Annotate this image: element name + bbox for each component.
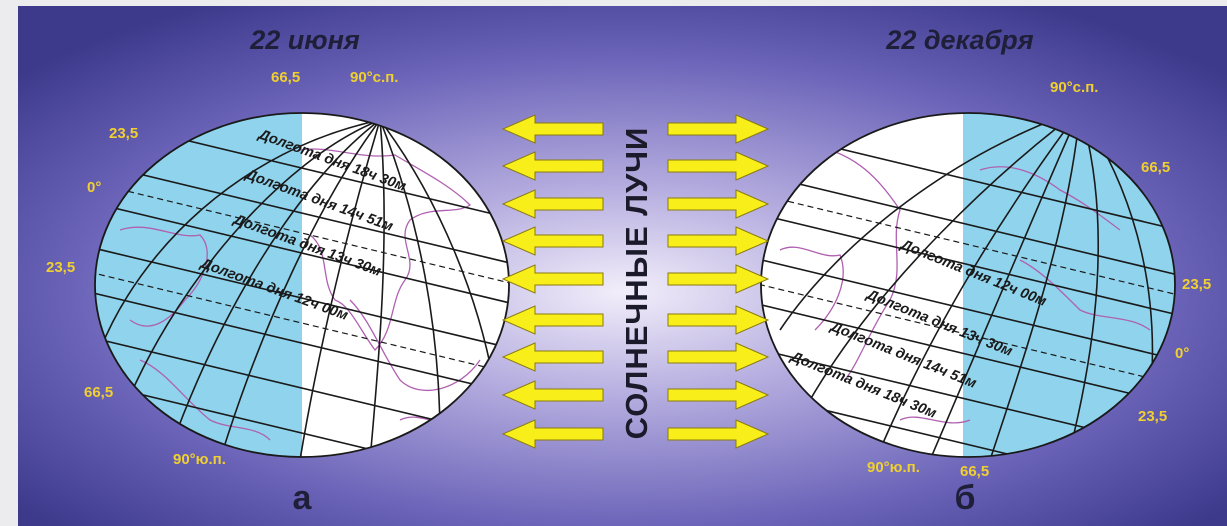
- latitude-label: 0°: [87, 179, 101, 196]
- north-pole-label: 90°с.п.: [1050, 79, 1098, 96]
- latitude-label: 23,5: [1182, 276, 1211, 293]
- solar-rays-label: СОЛНЕЧНЫЕ ЛУЧИ: [619, 127, 654, 440]
- south-pole-label: 90°ю.п.: [173, 451, 226, 468]
- latitude-label: 23,5: [46, 259, 75, 276]
- right-arrows: [668, 115, 768, 448]
- latitude-label: 23,5: [1138, 408, 1167, 425]
- left-arrows: [503, 115, 603, 448]
- panel-letter-a: а: [293, 479, 313, 517]
- south-pole-label: 90°ю.п.: [867, 459, 920, 476]
- latitude-label: 0°: [1175, 345, 1189, 362]
- north-pole-label: 90°с.п.: [350, 69, 398, 86]
- june-date-title: 22 июня: [249, 25, 360, 55]
- latitude-label: 23,5: [109, 125, 138, 142]
- december-date-title: 22 декабря: [885, 25, 1033, 55]
- latitude-label: 66,5: [960, 463, 989, 480]
- panel-letter-b: б: [954, 479, 975, 517]
- latitude-label: 66,5: [271, 69, 300, 86]
- latitude-label: 66,5: [1141, 159, 1170, 176]
- latitude-label: 66,5: [84, 384, 113, 401]
